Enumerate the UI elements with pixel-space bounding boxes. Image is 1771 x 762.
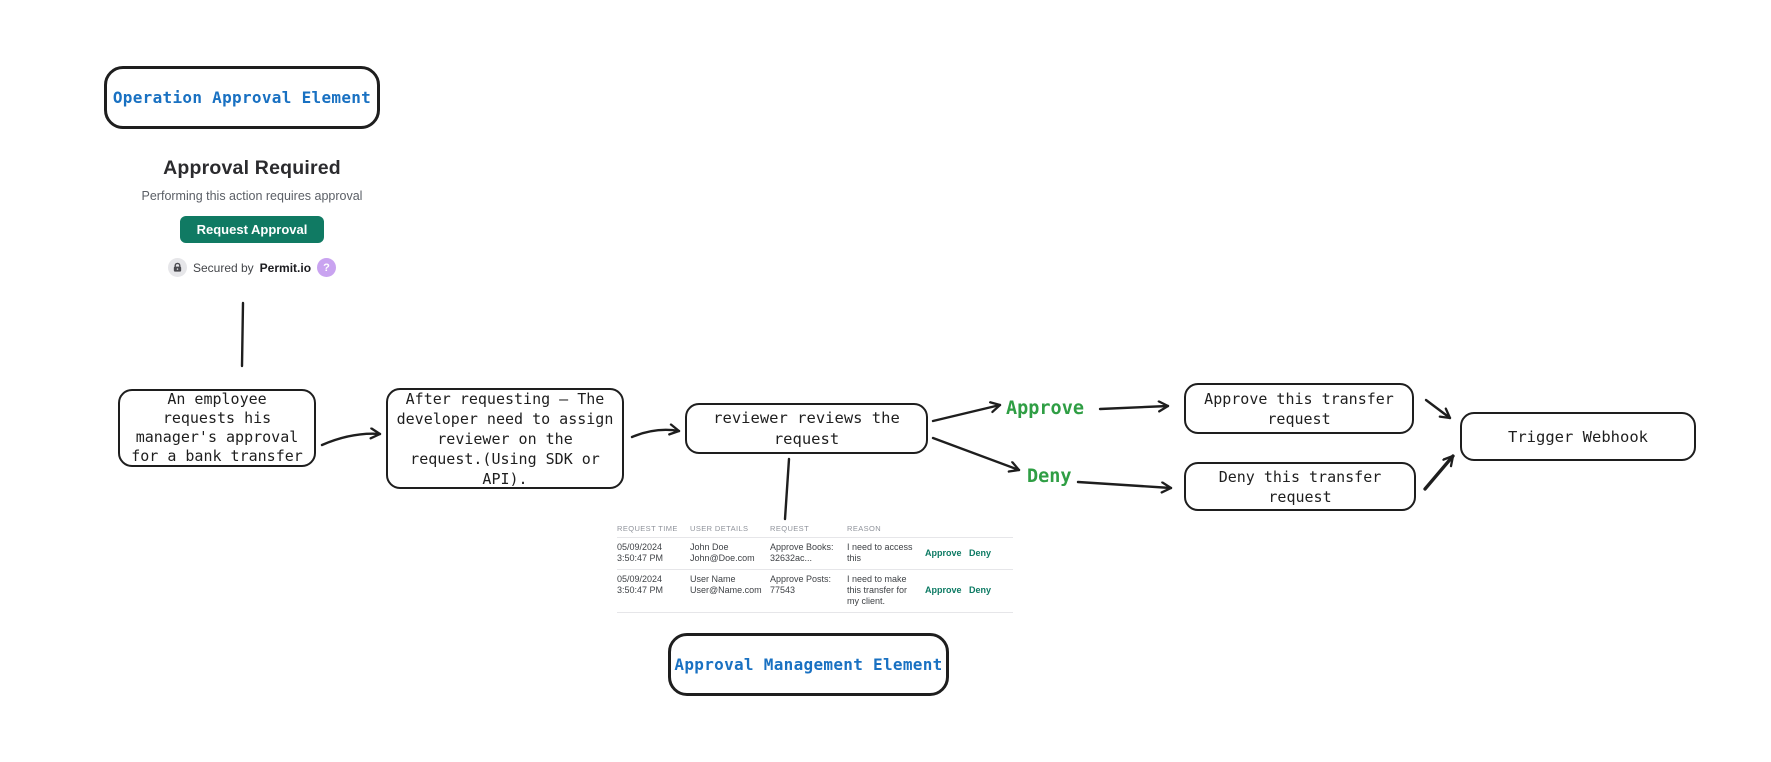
operation-approval-element-label: Operation Approval Element (112, 88, 372, 107)
approval-required-title: Approval Required (163, 157, 341, 179)
cell-request-time: 05/09/2024 3:50:47 PM (617, 542, 664, 563)
request-approval-button[interactable]: Request Approval (179, 216, 325, 243)
approval-management-element-label: Approval Management Element (674, 655, 943, 674)
table-header-row: REQUEST TIME USER DETAILS REQUEST REASON (617, 524, 1013, 538)
arrow-denybox-to-webhook (1423, 454, 1455, 491)
cell-user-details: User Name User@Name.com (690, 574, 762, 595)
table-row: 05/09/2024 3:50:47 PM User Name User@Nam… (617, 570, 1013, 613)
header-user-details: USER DETAILS (690, 524, 749, 533)
table-row: 05/09/2024 3:50:47 PM John Doe John@Doe.… (617, 538, 1013, 570)
operation-approval-element-box: Operation Approval Element (104, 66, 380, 129)
flow-box-reviewer-reviews: reviewer reviews the request (685, 403, 928, 454)
secured-by-row: Secured by Permit.io ? (112, 258, 392, 277)
arrow-developer-to-reviewer (630, 430, 681, 439)
cell-request: Approve Books: 32632ac... (770, 542, 834, 563)
deny-link[interactable]: Deny (969, 585, 992, 595)
flow-box-approve-transfer: Approve this transfer request (1184, 383, 1414, 434)
cell-user-details: John Doe John@Doe.com (690, 542, 755, 563)
header-request-time: REQUEST TIME (617, 524, 678, 533)
deny-link[interactable]: Deny (969, 547, 992, 558)
arrow-deny-to-denybox (1076, 480, 1173, 488)
approval-requests-table: REQUEST TIME USER DETAILS REQUEST REASON… (617, 524, 1013, 613)
arrow-approve-to-approvebox (1098, 406, 1170, 409)
flow-box-developer-assign: After requesting – The developer need to… (386, 388, 624, 489)
approval-widget: Approval Required Performing this action… (112, 157, 392, 277)
cell-request: Approve Posts: 77543 (770, 574, 832, 595)
approve-branch-label: Approve (1006, 398, 1084, 419)
approve-link[interactable]: Approve (925, 585, 962, 595)
deny-branch-label: Deny (1027, 466, 1072, 487)
arrow-employee-to-developer (320, 434, 382, 447)
arrow-approvebox-to-webhook (1424, 398, 1452, 420)
cell-reason: I need to make this transfer for my clie… (847, 574, 908, 606)
arrow-reviewer-to-deny (931, 436, 1021, 470)
flow-box-employee-request: An employee requests his manager's appro… (118, 389, 316, 467)
approve-link[interactable]: Approve (925, 547, 962, 558)
line-widget-to-employee (240, 301, 245, 368)
brand-name: Permit.io (259, 260, 312, 275)
secured-by-text: Secured by (192, 260, 254, 275)
help-icon[interactable]: ? (317, 258, 337, 277)
approval-management-element-box: Approval Management Element (668, 633, 949, 696)
lock-icon (167, 258, 187, 277)
cell-reason: I need to access this (847, 542, 913, 563)
header-request: REQUEST (770, 524, 810, 533)
arrow-reviewer-to-approve (931, 405, 1002, 423)
header-reason: REASON (847, 524, 882, 533)
cell-request-time: 05/09/2024 3:50:47 PM (617, 574, 664, 595)
flow-box-deny-transfer: Deny this transfer request (1184, 462, 1416, 511)
line-reviewer-to-table (783, 457, 791, 521)
approval-required-subtitle: Performing this action requires approval (141, 189, 363, 203)
flow-box-trigger-webhook: Trigger Webhook (1460, 412, 1696, 461)
